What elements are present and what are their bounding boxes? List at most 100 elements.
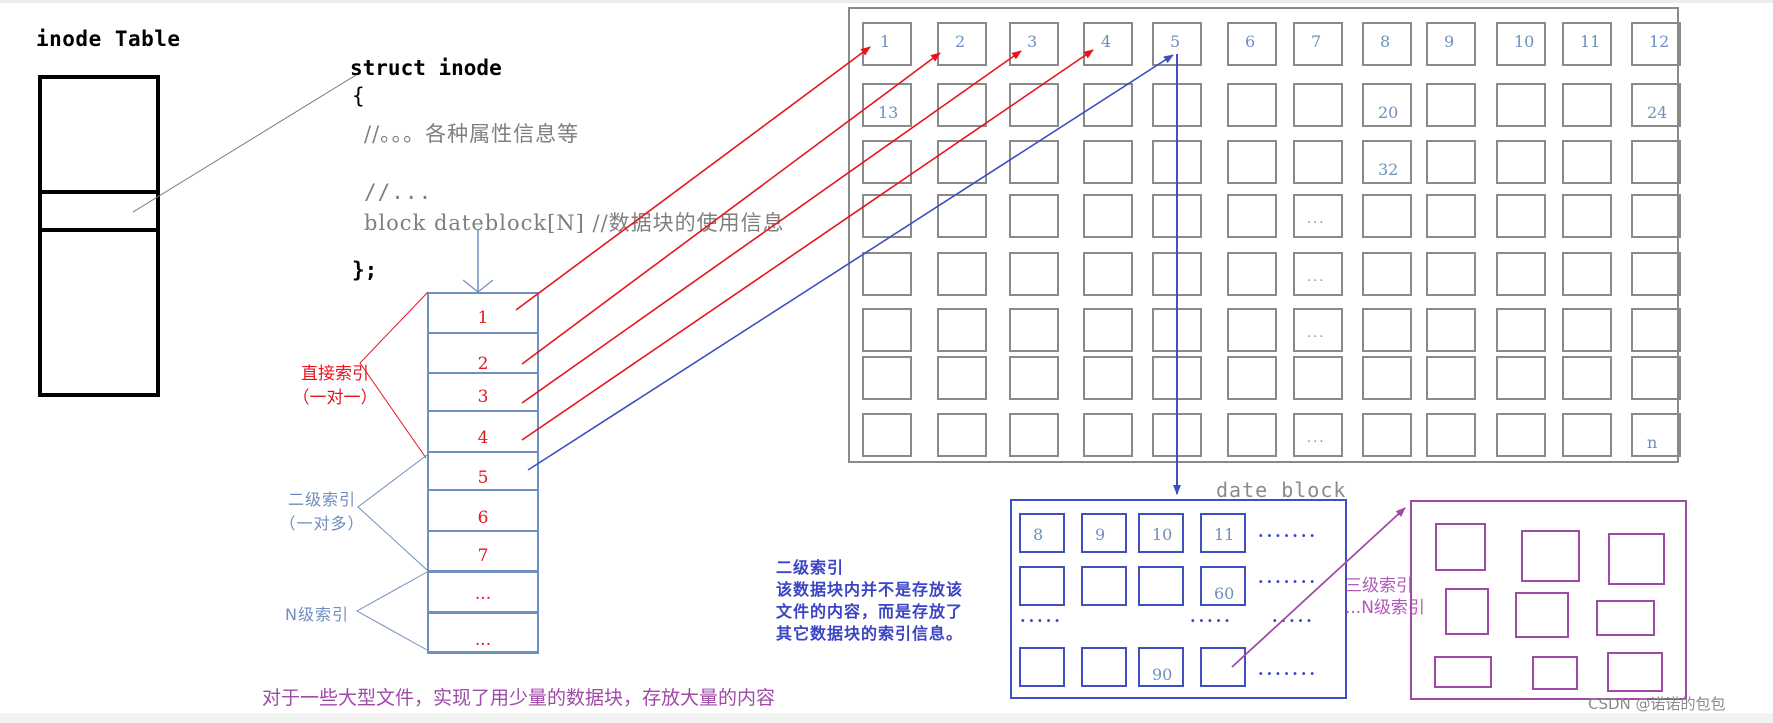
data-block-cell: 12 (1631, 22, 1681, 66)
date-block-dots-row1: ....... (1258, 522, 1318, 541)
index-entry-2: 2 (477, 354, 489, 374)
index-entry-4: 4 (477, 428, 489, 448)
data-block-cell (1631, 252, 1681, 296)
date-block-number: 10 (1152, 525, 1173, 544)
index-cell-9-border (427, 612, 539, 654)
data-block-cell (1227, 252, 1277, 296)
struct-close-brace: }; (352, 258, 378, 282)
data-block-cell (1496, 356, 1546, 400)
date-block-title: date block (1216, 478, 1347, 502)
n-level-block-1 (1435, 523, 1486, 571)
data-block-cell (1083, 308, 1133, 352)
n-level-block-8 (1532, 656, 1578, 690)
n-level-block-3 (1608, 533, 1665, 585)
data-block-cell (937, 356, 987, 400)
direct-index-subtitle: （一对一） (292, 388, 378, 408)
data-block-cell (1362, 252, 1412, 296)
date-block-dots-row2: ....... (1258, 568, 1318, 587)
data-block-cell (1631, 356, 1681, 400)
data-block-cell (1009, 83, 1059, 127)
n-level-index-label: N级索引 (285, 605, 349, 624)
struct-declaration: struct inode (350, 56, 502, 80)
data-block-cell (1426, 413, 1476, 457)
date-block-number: 11 (1214, 525, 1235, 544)
data-block-cell (862, 252, 912, 296)
data-block-cell (937, 140, 987, 184)
inode-table-title: inode Table (36, 27, 181, 51)
data-block-cell (1009, 140, 1059, 184)
data-block-number: 32 (1378, 160, 1399, 179)
data-block-cell (1562, 140, 1612, 184)
data-block-cell (937, 413, 987, 457)
data-block-cell (1496, 308, 1546, 352)
index-entry-6: 6 (477, 508, 489, 528)
date-block-dots-row3-left: ..... (1020, 607, 1063, 626)
date-block-cell: 11 (1200, 513, 1246, 553)
struct-comment-attributes: //。。。各种属性信息等 (364, 122, 580, 146)
data-block-cell: 32 (1362, 140, 1412, 184)
n-level-block-2 (1521, 530, 1580, 582)
data-block-cell: 13 (862, 83, 912, 127)
data-block-cell (1496, 252, 1546, 296)
data-block-number: 11 (1580, 32, 1601, 51)
data-block-cell (1562, 194, 1612, 238)
data-block-cell: 3 (1009, 22, 1059, 66)
data-block-number: ... (1307, 431, 1326, 446)
date-block-cell (1019, 647, 1065, 687)
data-block-cell (1227, 83, 1277, 127)
data-block-number: 13 (878, 103, 899, 122)
data-block-cell (1227, 356, 1277, 400)
data-block-cell (862, 308, 912, 352)
date-block-number: 8 (1033, 525, 1044, 544)
data-block-cell (1009, 252, 1059, 296)
data-block-cell (1496, 413, 1546, 457)
index-entry-5: 5 (477, 468, 489, 488)
data-block-cell: 8 (1362, 22, 1412, 66)
data-block-cell (1496, 140, 1546, 184)
data-block-cell (1496, 83, 1546, 127)
index-entry-3: 3 (477, 387, 489, 407)
date-block-cell: 90 (1138, 647, 1184, 687)
data-block-cell (1562, 83, 1612, 127)
data-block-cell (1562, 308, 1612, 352)
data-block-cell (1152, 83, 1202, 127)
data-block-cell: 11 (1562, 22, 1612, 66)
second-index-note: 二级索引 该数据块内并不是存放该 文件的内容，而是存放了 其它数据块的索引信息。 (776, 557, 963, 645)
data-block-number: 24 (1647, 103, 1668, 122)
data-block-cell (937, 252, 987, 296)
data-block-cell (1152, 194, 1202, 238)
data-block-cell (1009, 356, 1059, 400)
data-block-cell (1009, 413, 1059, 457)
date-block-cell: 8 (1019, 513, 1065, 553)
direct-index-label: 直接索引 （一对一） (280, 362, 390, 410)
data-block-cell (1362, 356, 1412, 400)
date-block-cell (1138, 566, 1184, 606)
data-block-number: ... (1307, 270, 1326, 285)
data-block-cell (1426, 140, 1476, 184)
data-block-number: 4 (1101, 32, 1112, 51)
note-line-4: 其它数据块的索引信息。 (776, 624, 964, 643)
data-block-cell (1631, 140, 1681, 184)
n-level-block-9 (1607, 652, 1663, 692)
second-index-label: 二级索引 （一对多） (262, 488, 382, 536)
dateblock-arrow-head (462, 279, 494, 293)
data-block-number: 12 (1649, 32, 1670, 51)
data-block-cell (1562, 413, 1612, 457)
date-block-number: 90 (1152, 665, 1173, 684)
data-block-cell: ... (1293, 308, 1343, 352)
data-block-cell: ... (1293, 413, 1343, 457)
date-block-cell: 60 (1200, 566, 1246, 606)
data-block-cell (1362, 413, 1412, 457)
data-block-cell (1426, 308, 1476, 352)
data-block-number: ... (1307, 326, 1326, 341)
data-block-number: 20 (1378, 103, 1399, 122)
date-block-dots-row3-mid: ..... (1190, 607, 1233, 626)
n-level-block-box (1410, 500, 1687, 700)
bottom-border (0, 713, 1773, 723)
inode-table-selected-row[interactable] (38, 190, 160, 232)
date-block-dots-row3-right: ..... (1272, 607, 1315, 626)
struct-field-dateblock: block dateblock[N] //数据块的使用信息 (364, 211, 785, 235)
data-block-cell: 2 (937, 22, 987, 66)
data-block-cell (1631, 194, 1681, 238)
data-block-cell: 1 (862, 22, 912, 66)
